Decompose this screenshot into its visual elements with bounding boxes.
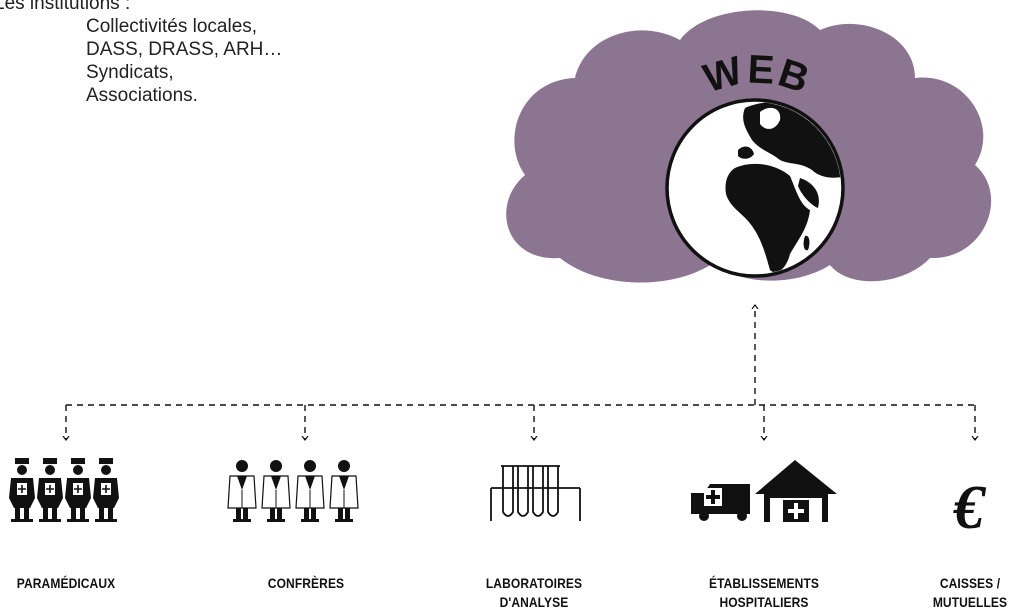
connector-lines bbox=[66, 305, 975, 440]
institutions-items: Collectivités locales, DASS, DRASS, ARH…… bbox=[0, 15, 282, 107]
node-label-laboratoires: LABORATOIRES D'ANALYSE bbox=[470, 574, 599, 612]
label-line: ÉTABLISSEMENTS bbox=[708, 575, 820, 591]
institutions-heading: Les institutions : bbox=[0, 0, 131, 14]
institution-item: DASS, DRASS, ARH… bbox=[86, 39, 283, 60]
label-line: CONFRÈRES bbox=[267, 575, 345, 591]
label-line: D'ANALYSE bbox=[499, 594, 569, 610]
euro-icon: € bbox=[953, 474, 987, 542]
ambulance-hospital-icon bbox=[691, 460, 837, 522]
nurses-icon bbox=[9, 457, 120, 523]
label-line: PARAMÉDICAUX bbox=[16, 575, 116, 591]
institutions-list: Les institutions : Collectivités locales… bbox=[0, 0, 282, 107]
label-line: CAISSES / bbox=[939, 575, 1001, 591]
institution-item: Syndicats, bbox=[86, 62, 174, 83]
node-label-etablissements: ÉTABLISSEMENTS HOSPITALIERS bbox=[695, 574, 833, 612]
node-label-caisses: CAISSES / MUTUELLES bbox=[923, 574, 1018, 612]
svg-text:€: € bbox=[953, 474, 987, 542]
label-line: LABORATOIRES bbox=[485, 575, 583, 591]
institution-item: Collectivités locales, bbox=[86, 16, 258, 37]
institution-item: Associations. bbox=[86, 85, 198, 106]
label-line: HOSPITALIERS bbox=[719, 594, 809, 610]
label-line: MUTUELLES bbox=[932, 594, 1008, 610]
node-label-paramedicaux: PARAMÉDICAUX bbox=[6, 574, 126, 593]
node-label-confreres: CONFRÈRES bbox=[246, 574, 366, 593]
doctors-icon bbox=[227, 459, 359, 523]
test-tubes-icon bbox=[490, 465, 581, 521]
